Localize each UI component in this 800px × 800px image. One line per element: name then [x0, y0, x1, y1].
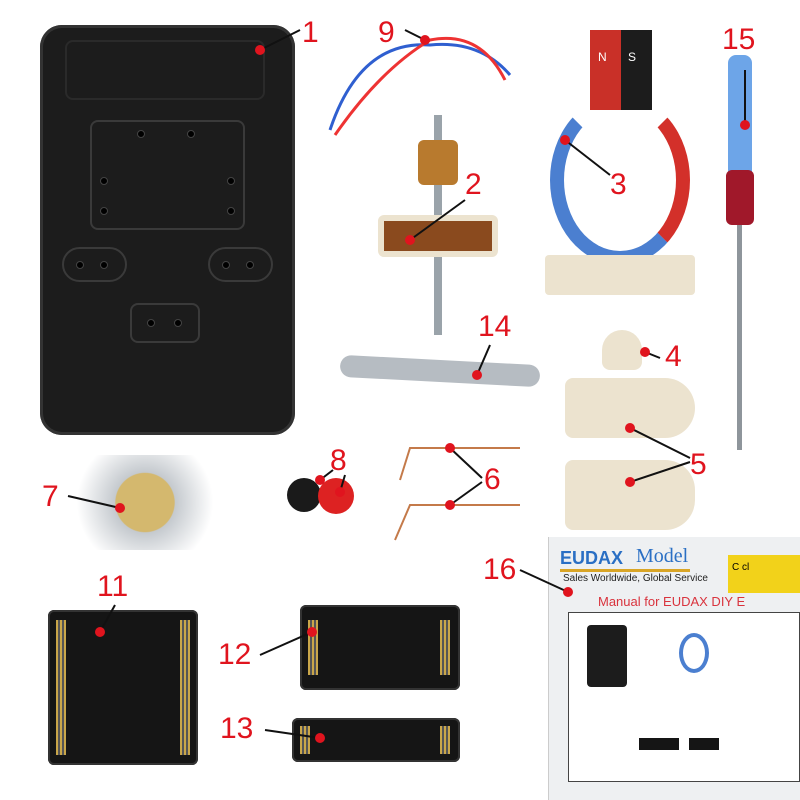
- screwdriver-grip: [726, 170, 754, 225]
- label-7: 7: [42, 480, 59, 513]
- label-1: 1: [302, 16, 319, 49]
- magnet-stand: [545, 255, 695, 295]
- wrench: [339, 354, 541, 388]
- battery-holder-2aa: [300, 605, 460, 690]
- label-8: 8: [330, 444, 347, 477]
- label-2: 2: [465, 168, 482, 201]
- brush-bracket-top: [565, 378, 695, 438]
- label-14: 14: [478, 310, 512, 343]
- base-slot-bottom: [130, 303, 200, 343]
- label-6: 6: [484, 463, 501, 496]
- label-4: 4: [665, 340, 682, 373]
- base-slot-right: [208, 247, 273, 282]
- label-16: 16: [483, 553, 517, 586]
- brush-bracket-bottom: [565, 460, 695, 530]
- red-terminal: [318, 478, 354, 514]
- manual-brand-logo: EUDAX: [560, 548, 624, 568]
- screwdriver-handle: [728, 55, 752, 185]
- manual-model-text: Model: [636, 545, 689, 567]
- manual-parts-image: [568, 612, 800, 782]
- label-15: 15: [722, 23, 756, 56]
- manual-title: Manual for EUDAX DIY E: [598, 594, 746, 609]
- screwdriver-shaft: [737, 225, 742, 450]
- label-3: 3: [610, 168, 627, 201]
- commutator-coil: [418, 140, 458, 185]
- rotor-coil: [378, 215, 498, 257]
- label-13: 13: [220, 712, 254, 745]
- shaft-bushing: [602, 330, 642, 370]
- screws-and-nuts: [60, 455, 230, 550]
- manual-yellow-note: C cl: [728, 555, 800, 593]
- base-slot-left: [62, 247, 127, 282]
- motor-base-board: [40, 25, 295, 435]
- label-11: 11: [97, 570, 129, 603]
- label-12: 12: [218, 638, 252, 671]
- manual-slogan: Sales Worldwide, Global Service: [563, 573, 708, 584]
- base-label-area: [65, 40, 265, 100]
- manual-logo-underline: [560, 569, 690, 572]
- battery-holder-4aa: [48, 610, 198, 765]
- black-terminal: [287, 478, 321, 512]
- label-9: 9: [378, 16, 395, 49]
- battery-holder-1aa: [292, 718, 460, 762]
- label-5: 5: [690, 448, 707, 481]
- base-mount-pad: [90, 120, 245, 230]
